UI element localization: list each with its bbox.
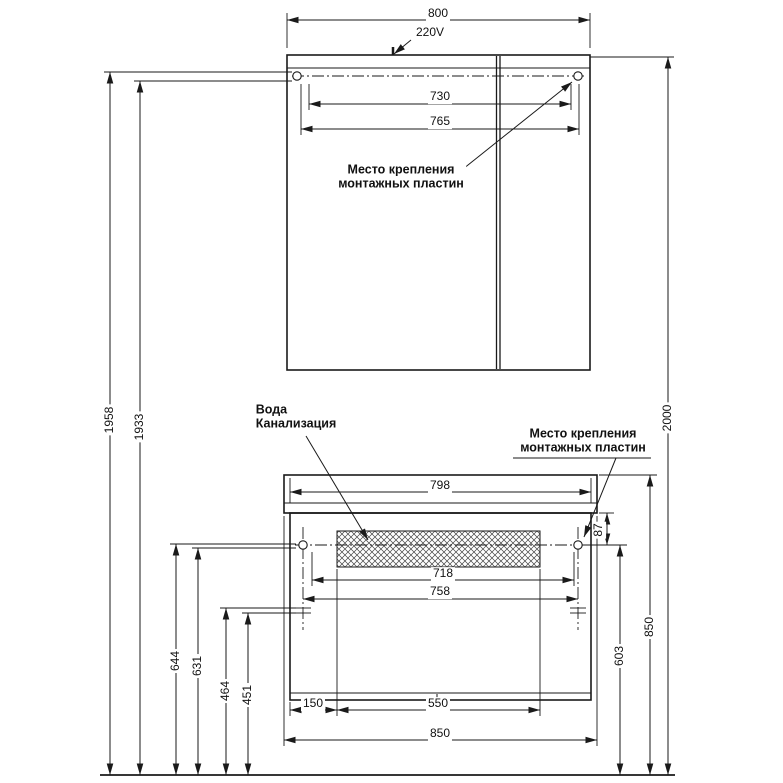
dim-1933-label: 1933 (132, 411, 147, 443)
extension-lines (104, 13, 674, 746)
mirror-cabinet-outline (286, 47, 591, 371)
dim-451-label: 451 (240, 682, 255, 708)
dim-644-label: 644 (168, 648, 183, 674)
dim-550-label: 550 (425, 696, 451, 711)
mounting-point-markers (292, 71, 583, 550)
power-label: 220V (413, 25, 447, 40)
lower-mount-ticks (295, 607, 586, 614)
dim-730-label: 730 (427, 89, 453, 104)
dim-850-right-label: 850 (642, 614, 657, 640)
leader-water (305, 435, 369, 541)
leader-mount-top (462, 81, 573, 170)
dim-464-label: 464 (218, 678, 233, 704)
dim-718-label: 718 (430, 566, 456, 581)
water-note: Вода Канализация (253, 402, 339, 432)
dim-798-label: 798 (427, 478, 453, 493)
dim-603-label: 603 (612, 643, 627, 669)
mounting-note-top: Место крепления монтажных пластин (336, 162, 466, 192)
dim-1958-label: 1958 (102, 404, 117, 436)
service-hatch-zone (336, 530, 541, 568)
dim-2000-label: 2000 (660, 402, 675, 434)
mirror-mount-left (292, 71, 302, 81)
leader-mount-bottom (583, 457, 617, 538)
mounting-note-bottom: Место крепления монтажных пластин (518, 426, 648, 456)
dim-150-label: 150 (300, 696, 326, 711)
dim-631-label: 631 (190, 653, 205, 679)
mirror-mount-right (573, 71, 583, 81)
dim-87-label: 87 (591, 521, 606, 539)
leader-lines (305, 39, 651, 541)
leader-power (393, 39, 412, 55)
dim-758-label: 758 (427, 584, 453, 599)
dim-765-label: 765 (427, 114, 453, 129)
dim-850-bottom-label: 850 (427, 726, 453, 741)
vanity-mount-left (298, 540, 308, 550)
vanity-mount-right (573, 540, 583, 550)
dim-800-label: 800 (425, 6, 451, 21)
